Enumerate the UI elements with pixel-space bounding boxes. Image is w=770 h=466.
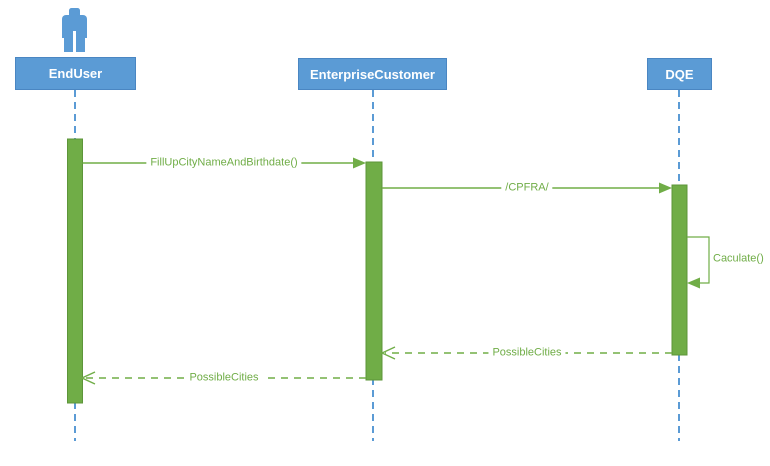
participant-box-enduser[interactable]: EndUser <box>15 57 136 90</box>
participant-box-enterprisecustomer[interactable]: EnterpriseCustomer <box>298 58 447 90</box>
participant-label-enterprisecustomer: EnterpriseCustomer <box>310 66 435 82</box>
activation-enduser[interactable] <box>67 138 83 404</box>
actor-icon[interactable] <box>62 8 87 52</box>
message-label-possiblecities-2[interactable]: PossibleCities <box>185 371 263 385</box>
message-label-caculate[interactable]: Caculate() <box>711 252 766 266</box>
activation-dqe[interactable] <box>671 184 688 356</box>
message-label-possiblecities-1[interactable]: PossibleCities <box>488 346 566 360</box>
message-label-fillupcitynameandbirthdate[interactable]: FillUpCityNameAndBirthdate() <box>146 156 302 170</box>
message-label-cpfra[interactable]: /CPFRA/ <box>501 181 553 195</box>
activation-enterprisecustomer[interactable] <box>365 161 383 381</box>
participant-label-enduser: EndUser <box>48 66 103 81</box>
participant-box-dqe[interactable]: DQE <box>647 58 712 90</box>
message-line-possiblecities-return-2 <box>80 371 366 385</box>
participant-label-dqe: DQE <box>665 66 694 82</box>
message-line-caculate-self <box>687 236 710 289</box>
